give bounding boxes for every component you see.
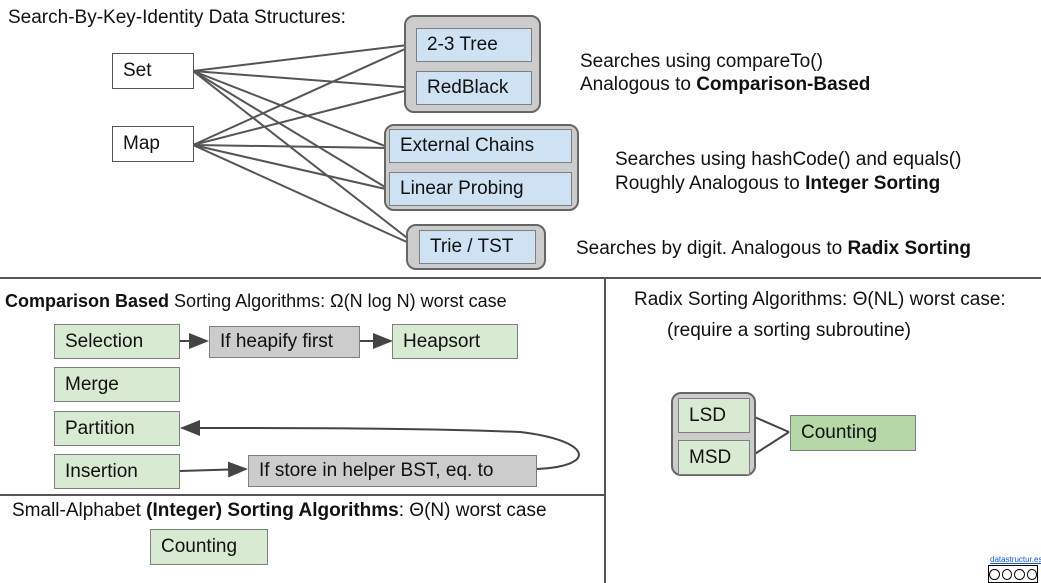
external-chains-label: External Chains — [400, 135, 535, 156]
map-box: Map — [112, 126, 194, 162]
trie-tst-label: Trie / TST — [430, 236, 514, 257]
compare-desc-bold: Comparison-Based — [696, 74, 871, 95]
hash-desc-bold: Integer Sorting — [805, 173, 941, 194]
small-alphabet-title: Small-Alphabet (Integer) Sorting Algorit… — [12, 500, 547, 522]
partition-box: Partition — [54, 411, 180, 446]
selection-label: Selection — [65, 330, 144, 352]
trie-desc: Searches by digit. Analogous to Radix So… — [576, 238, 971, 260]
small-alphabet-bold: (Integer) Sorting Algorithms — [146, 500, 399, 521]
heapify-label: If heapify first — [220, 331, 333, 352]
comparison-title-bold: Comparison Based — [5, 291, 170, 311]
small-alphabet-rest: : Θ(N) worst case — [398, 500, 547, 521]
counting-box-right: Counting — [790, 415, 916, 451]
hash-desc-line1: Searches using hashCode() and equals() — [615, 149, 962, 170]
lsd-label: LSD — [689, 404, 726, 426]
heapsort-label: Heapsort — [403, 330, 481, 352]
helper-bst-box: If store in helper BST, eq. to — [248, 455, 537, 487]
trie-desc-prefix: Searches by digit. Analogous to — [576, 238, 848, 259]
compare-desc-line2: Analogous to Comparison-Based — [580, 74, 870, 96]
lsd-box: LSD — [678, 398, 750, 433]
trie-tst-box: Trie / TST — [419, 230, 536, 264]
redblack-label: RedBlack — [427, 77, 509, 98]
set-box: Set — [112, 53, 194, 89]
counting-label-right: Counting — [801, 422, 878, 443]
linear-probing-box: Linear Probing — [389, 172, 572, 206]
counting-label-left: Counting — [161, 536, 238, 557]
top-divider — [0, 277, 1041, 279]
trie-desc-bold: Radix Sorting — [847, 238, 971, 259]
hash-desc-prefix: Roughly Analogous to — [615, 173, 806, 194]
compare-desc-prefix: Analogous to — [580, 74, 697, 95]
msd-box: MSD — [678, 440, 750, 475]
cc-by-nc-sa-icon — [988, 565, 1038, 583]
msd-label: MSD — [689, 446, 732, 468]
hash-desc-line2: Roughly Analogous to Integer Sorting — [615, 173, 940, 195]
two-three-tree-box: 2-3 Tree — [416, 28, 532, 62]
redblack-box: RedBlack — [416, 71, 532, 105]
helper-bst-label: If store in helper BST, eq. to — [259, 460, 494, 481]
small-alphabet-prefix: Small-Alphabet — [12, 500, 147, 521]
credit-link[interactable]: datastructur.es — [990, 555, 1041, 564]
compare-desc-line1: Searches using compareTo() — [580, 51, 823, 72]
insertion-label: Insertion — [65, 460, 138, 482]
radix-title: Radix Sorting Algorithms: Θ(NL) worst ca… — [634, 289, 1006, 310]
vertical-divider — [604, 278, 606, 583]
counting-box-left: Counting — [150, 529, 268, 565]
partition-label: Partition — [65, 417, 135, 439]
radix-subtitle: (require a sorting subroutine) — [667, 320, 911, 341]
linear-probing-label: Linear Probing — [400, 178, 524, 199]
merge-box: Merge — [54, 367, 180, 402]
external-chains-box: External Chains — [389, 129, 572, 163]
insertion-box: Insertion — [54, 454, 180, 489]
comparison-title: Comparison Based Sorting Algorithms: Ω(N… — [5, 290, 507, 312]
data-structures-title: Search-By-Key-Identity Data Structures: — [8, 7, 346, 28]
selection-box: Selection — [54, 324, 180, 359]
two-three-tree-label: 2-3 Tree — [427, 34, 498, 55]
map-label: Map — [123, 133, 160, 154]
bottom-left-divider — [0, 494, 605, 496]
heapsort-box: Heapsort — [392, 324, 518, 359]
merge-label: Merge — [65, 373, 119, 395]
set-label: Set — [123, 60, 152, 81]
heapify-box: If heapify first — [209, 326, 360, 358]
comparison-title-rest: Sorting Algorithms: Ω(N log N) worst cas… — [169, 291, 507, 311]
